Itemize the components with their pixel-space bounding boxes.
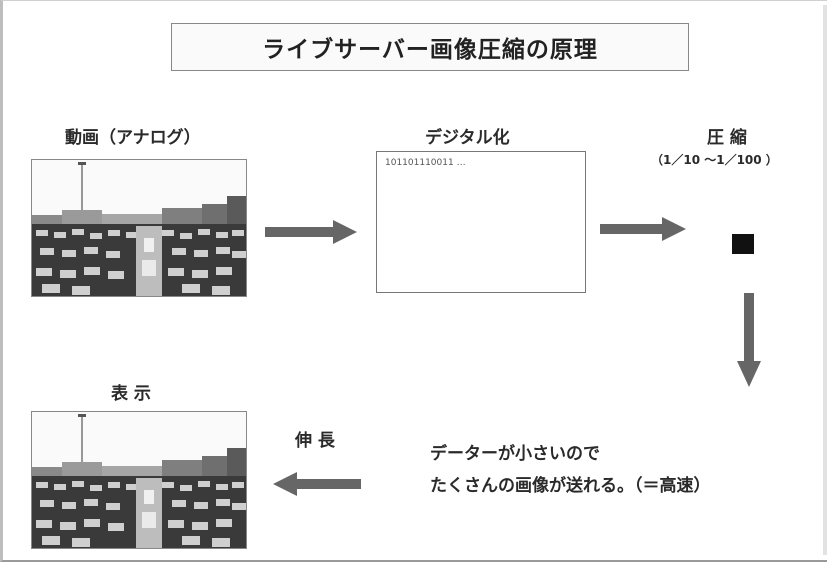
analog-photo — [31, 159, 247, 297]
arrow-down-icon — [736, 293, 762, 391]
expand-label: 伸 長 — [295, 431, 335, 451]
compressed-block-icon — [732, 234, 754, 254]
display-label: 表 示 — [111, 384, 151, 404]
message-line-1: データーが小さいので — [430, 444, 600, 464]
parking-lot-image-icon — [32, 160, 246, 296]
arrow-to-digital-icon — [265, 219, 357, 249]
display-photo — [31, 411, 247, 549]
edge-shadow — [823, 5, 827, 555]
compress-label: 圧 縮 — [707, 128, 747, 148]
digital-data-box: 101101110011 … — [376, 151, 586, 293]
binary-data-text: 101101110011 … — [385, 158, 466, 168]
arrow-to-compress-icon — [600, 216, 686, 246]
compress-ratio: （1／10 ～1／100 ） — [651, 153, 778, 167]
parking-lot-image-icon — [32, 412, 246, 548]
message-line-2: たくさんの画像が送れる。（＝高速） — [430, 476, 711, 496]
arrow-to-display-icon — [273, 471, 361, 501]
diagram-title: ライブサーバー画像圧縮の原理 — [171, 23, 689, 71]
analog-label: 動画（アナログ） — [65, 128, 201, 148]
digital-label: デジタル化 — [425, 128, 510, 148]
